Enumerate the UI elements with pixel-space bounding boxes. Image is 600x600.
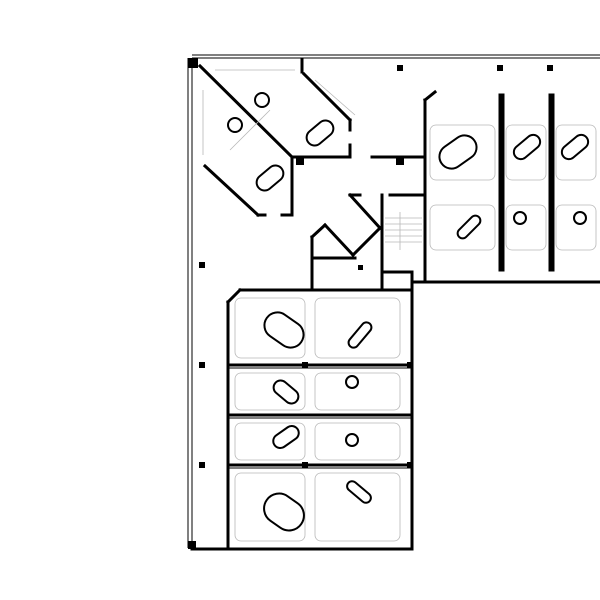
stair	[385, 212, 422, 250]
lower-wing-rooms	[226, 297, 414, 542]
columns	[188, 58, 553, 549]
core	[309, 192, 427, 292]
upper-left-rooms	[197, 58, 427, 218]
exterior-walls	[187, 54, 600, 551]
bath-fixtures	[227, 92, 590, 532]
right-wing-rooms	[429, 93, 597, 272]
